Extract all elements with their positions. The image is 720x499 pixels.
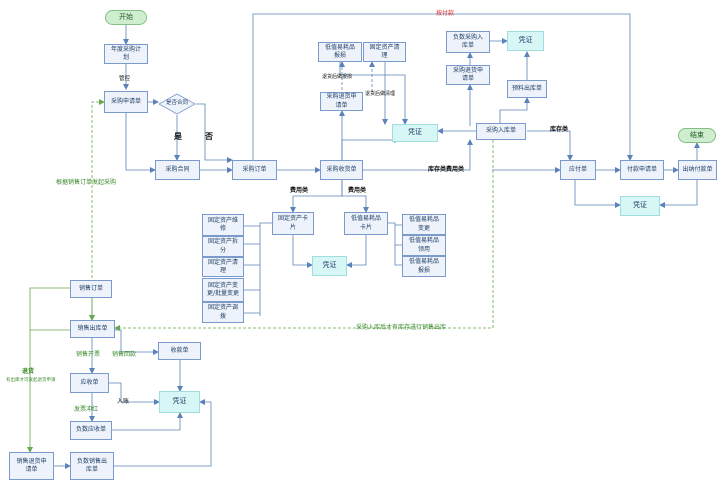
invoice-offset-label: 发票冲红 [74,406,99,413]
edge-fixed-sub [244,222,272,316]
edge-negative-voucher2 [109,412,183,431]
fixed-asset-clean-node: 固定资产清 理 [363,42,406,62]
return-report-label: 退货后做报损 [322,74,353,80]
return-clean-label: 退货后做清理 [365,91,396,97]
low-value-card-node: 低值易耗品 卡片 [344,212,388,235]
edge-outbound-return-green [29,287,70,330]
lv-change-node: 低值易耗品 变更 [402,214,446,235]
voucher-node-3: 凭证 [620,196,660,216]
fa-split-node: 固定资产拆 分 [202,236,244,257]
edge-inbound-payable [527,130,573,161]
edge-receipt-fixedcard [290,180,343,213]
voucher-node-1: 凭证 [392,124,438,142]
annual-plan-node: 年度采购计 划 [104,44,148,64]
stock-type-label: 库存类 [550,126,569,133]
voucher-node-2: 凭证 [507,31,544,51]
sales-drive-label: 根据销售订单发起采购 [56,179,117,186]
pay-times-label: 按付款 [436,10,455,17]
negative-inbound-node: 负数采购入 库单 [446,31,490,53]
edge-lowvalue-voucher [339,62,408,125]
edge-lowcard-voucher [346,235,367,268]
decision-diamond [158,93,196,115]
cashier-payment-node: 出纳付款单 [678,160,717,180]
negative-sales-outbound-node: 负数销售出 库单 [70,452,114,480]
negative-receivable-node: 负数应收单 [70,421,112,440]
sales-outbound-node: 销售出库单 [70,320,115,338]
edge-order-payment-top [252,13,633,161]
expense-label-1: 费用类 [290,187,309,194]
purchase-inbound-node: 采购入库单 [476,123,526,140]
start-node: 开始 [105,10,147,25]
end-node: 结束 [678,128,716,143]
edge-request-contract [125,113,156,173]
payable-node: 应付单 [560,160,596,180]
receipt-node: 收款单 [158,342,201,360]
control-label: 管控 [119,76,131,82]
edge-receipt-voucher [341,137,400,160]
receivable-node: 应收单 [70,373,109,393]
prepay-outbound-node: 预料出库单 [507,80,547,98]
yes-label: 是 [174,132,182,141]
purchase-order-node: 采购订单 [232,160,277,180]
payment-request-node: 付款申请单 [620,160,664,180]
edge-return-green [27,329,70,453]
voucher-node-5: 凭证 [159,391,200,413]
fa-maintain-node: 固定资产维 修 [202,214,244,236]
edge-negativeout-voucher [114,399,212,467]
sales-after-inbound-label: 采购入库后才有库存进行销售出库 [356,324,447,331]
return-note-label: 有出库才可发起退货申请 [6,378,56,383]
return-goods-label: 退货 [22,368,35,375]
purchase-receipt-node: 采购收货单 [320,160,363,180]
low-value-report-node: 低值易耗品 报损 [318,42,362,62]
expense-label-2: 费用类 [348,187,367,194]
edge-payable-voucher [574,180,621,208]
purchase-contract-node: 采购合同 [155,160,200,180]
sales-return-request-node: 销售退货申 请单 [9,452,54,480]
edge-receipt-inbound [363,139,473,171]
fa-transfer-node: 固定资产调 拨 [202,302,244,323]
edge-receivable-voucher [109,382,160,405]
sales-collect-label: 销售回款 [112,351,137,358]
edge-no-order [196,103,233,163]
edge-receipt-lowcard [341,180,369,213]
lv-report-node: 低值易耗品 报损 [402,256,446,277]
edge-cashier-voucher [659,180,698,208]
edge-inbound-sales-dashed [114,140,494,331]
voucher-node-4: 凭证 [312,256,347,276]
stock-expense-label: 库存类费用类 [428,166,465,173]
edge-inbound-prepay [499,97,530,126]
fixed-asset-card-node: 固定资产卡 片 [272,212,314,235]
purchase-request-node: 采购申请单 [104,91,148,113]
fa-change-node: 固定资产变 更/批量变更 [202,278,244,302]
no-label: 否 [205,132,213,141]
purchase-return-request-node: 采购退货申 请单 [320,92,363,111]
edge-sales-drive-dashed [91,99,105,288]
edge-low-sub [388,222,402,266]
income-label: 入账 [117,398,130,405]
purchase-return-request-2-node: 采购退货申 请单 [446,65,490,85]
sales-invoice-label: 销售开票 [76,351,101,358]
fa-clean-node: 固定资产清 理 [202,257,244,277]
is-contract-label: 是否合同 [165,100,188,107]
lv-use-node: 低值易耗品 领用 [402,235,446,256]
sales-order-node: 销售订单 [70,280,112,298]
edge-fixedcard-voucher [292,235,313,268]
edge-outbound-receipt [109,329,159,355]
